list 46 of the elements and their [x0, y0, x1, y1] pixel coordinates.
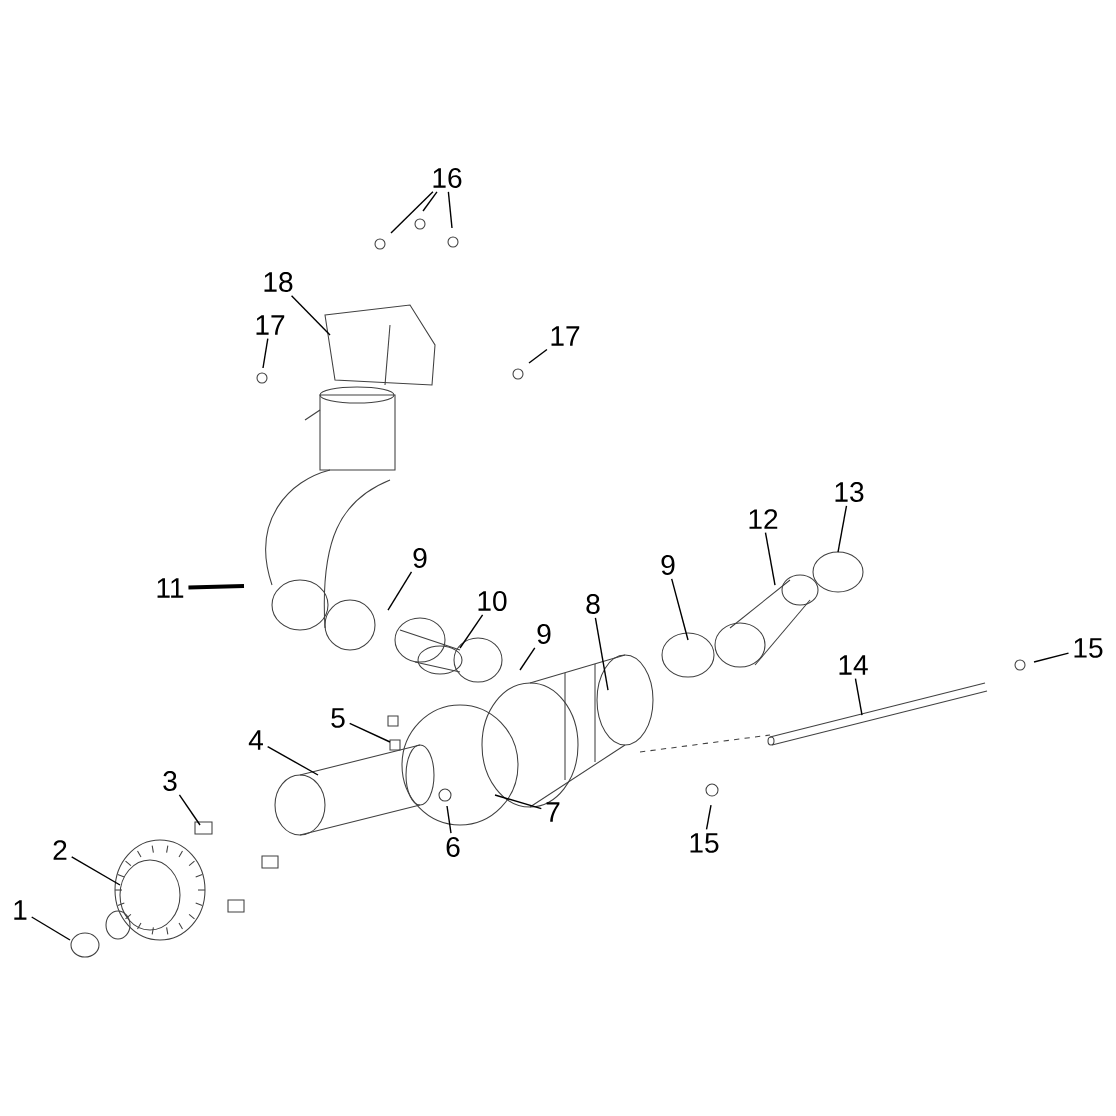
- callout-number: 12: [749, 509, 778, 529]
- leader-line: [178, 794, 201, 826]
- leader-line: [671, 578, 689, 641]
- callout-number: 17: [256, 315, 285, 335]
- leader-line: [1033, 652, 1070, 663]
- callout-number: 1: [14, 900, 27, 920]
- leader-line: [447, 191, 453, 229]
- callout-number: 14: [839, 655, 868, 675]
- leader-line: [267, 745, 319, 776]
- callout-number: 6: [446, 837, 460, 857]
- callout-number: 15: [690, 833, 719, 853]
- callout-number: 9: [537, 624, 551, 644]
- callout-number: 10: [478, 591, 507, 611]
- leader-line: [348, 722, 391, 743]
- callout-number: 9: [661, 555, 675, 575]
- leader-line: [594, 617, 609, 691]
- callout-number: 3: [163, 771, 177, 791]
- leader-line: [528, 348, 548, 364]
- leader-line: [705, 804, 712, 831]
- leader-line: [262, 337, 269, 369]
- leader-line: [519, 647, 536, 671]
- leader-line: [188, 584, 245, 590]
- leader-line: [387, 571, 413, 611]
- callout-number: 15: [1074, 638, 1103, 658]
- callout-number: 17: [551, 326, 580, 346]
- callout-number: 7: [546, 802, 560, 822]
- callout-number: 8: [586, 594, 600, 614]
- callout-number: 9: [413, 548, 427, 568]
- callout-number: 13: [835, 482, 864, 502]
- leader-line: [459, 614, 484, 649]
- leader-line: [70, 856, 121, 886]
- callout-number: 18: [264, 272, 293, 292]
- leader-line: [390, 191, 434, 234]
- leader-line: [837, 505, 848, 553]
- leader-line: [446, 805, 452, 834]
- callout-number: 2: [53, 840, 67, 860]
- callout-number: 5: [331, 708, 345, 728]
- leader-line: [494, 794, 543, 810]
- leader-line: [854, 677, 863, 716]
- leader-line: [422, 191, 438, 212]
- leader-line: [764, 531, 776, 586]
- callout-number: 4: [248, 730, 263, 750]
- callout-number: 16: [433, 168, 462, 188]
- leader-line: [30, 916, 71, 941]
- leader-line: [290, 295, 331, 336]
- callout-number: 11: [157, 578, 184, 598]
